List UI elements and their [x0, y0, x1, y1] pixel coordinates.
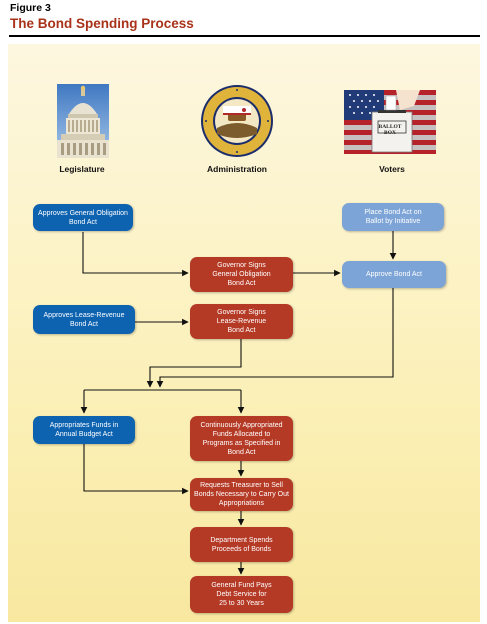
capitol-dome-icon: [57, 84, 109, 158]
ballot-box-label: BALLOT BOX: [378, 124, 402, 136]
box-approve-bond-act: Approve Bond Act: [342, 261, 446, 288]
figure-title: The Bond Spending Process: [10, 16, 194, 31]
title-divider: [9, 35, 480, 37]
ballot-box-icon: [344, 90, 436, 154]
figure-label: Figure 3: [10, 2, 51, 14]
column-label-administration: Administration: [207, 164, 267, 174]
column-label-voters: Voters: [379, 164, 405, 174]
california-state-seal-icon: [201, 85, 273, 157]
column-label-legislature: Legislature: [59, 164, 105, 174]
